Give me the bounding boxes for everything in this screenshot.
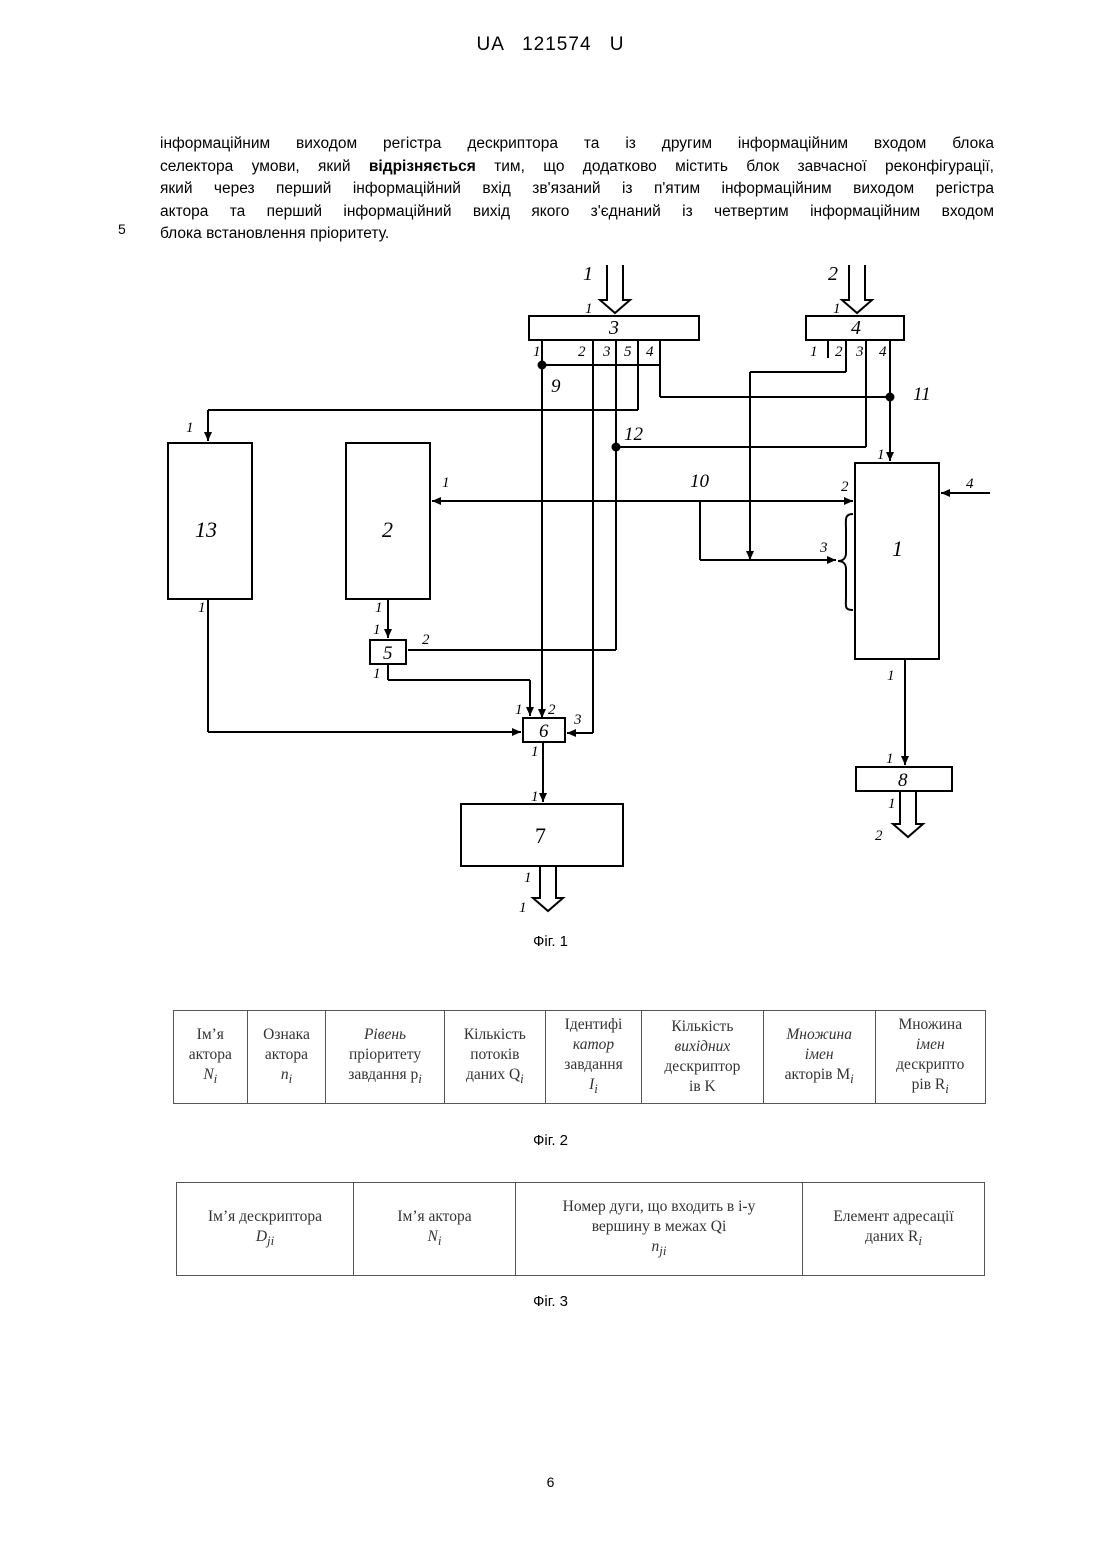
paragraph-line-4: актора та перший інформаційний вихід яко… bbox=[160, 201, 994, 224]
block-1-label: 1 bbox=[892, 536, 903, 561]
claim-paragraph: інформаційним виходом регістра дескрипто… bbox=[160, 133, 994, 246]
svg-text:4: 4 bbox=[966, 476, 974, 492]
block-4-label: 4 bbox=[851, 317, 861, 339]
svg-text:2: 2 bbox=[841, 479, 849, 495]
svg-text:2: 2 bbox=[828, 263, 838, 285]
output-bus-arrow-2 bbox=[893, 791, 923, 837]
svg-text:11: 11 bbox=[913, 384, 931, 405]
cell-descriptor-name: Ім’я дескриптораDji bbox=[177, 1183, 354, 1276]
block-8-label: 8 bbox=[898, 770, 908, 791]
figure-3-caption: Фіг. 3 bbox=[0, 1293, 1101, 1310]
block-1 bbox=[855, 463, 939, 659]
block-13-label: 13 bbox=[195, 517, 217, 542]
svg-text:2: 2 bbox=[422, 632, 430, 648]
figure-1-caption: Фіг. 1 bbox=[0, 933, 1101, 950]
block-7-label: 7 bbox=[535, 823, 546, 848]
cell-output-descriptors: Кількістьвихіднихдескрипторів K bbox=[642, 1011, 764, 1104]
paragraph-line-5: блока встановлення пріоритету. bbox=[160, 223, 994, 246]
svg-text:1: 1 bbox=[531, 744, 539, 760]
svg-text:1: 1 bbox=[810, 344, 818, 360]
svg-text:1: 1 bbox=[531, 789, 539, 805]
svg-text:1: 1 bbox=[373, 666, 381, 682]
svg-text:1: 1 bbox=[373, 622, 381, 638]
input-bus-arrow-1 bbox=[600, 265, 630, 313]
line-number: 5 bbox=[118, 221, 126, 237]
svg-text:3: 3 bbox=[819, 540, 828, 556]
svg-text:2: 2 bbox=[835, 344, 843, 360]
block-6-label: 6 bbox=[539, 721, 549, 742]
svg-text:1: 1 bbox=[519, 900, 527, 916]
svg-text:3: 3 bbox=[855, 344, 864, 360]
block-5-label: 5 bbox=[383, 643, 393, 664]
block-2-label: 2 bbox=[382, 517, 393, 542]
actor-structure-table: Ім’яактораNi Ознакаактораni Рівеньпріори… bbox=[173, 1010, 986, 1104]
svg-text:4: 4 bbox=[646, 344, 654, 360]
svg-text:1: 1 bbox=[887, 668, 895, 684]
svg-text:1: 1 bbox=[533, 344, 541, 360]
cell-actor-names-set: Множинаіменакторів Mi bbox=[763, 1011, 875, 1104]
output-bus-arrow-1 bbox=[533, 866, 563, 911]
cell-descriptor-names-set: Множинаімендескрипторів Ri bbox=[875, 1011, 985, 1104]
cell-data-addressing: Елемент адресаціїданих Ri bbox=[803, 1183, 985, 1276]
svg-text:12: 12 bbox=[624, 424, 644, 445]
svg-text:3: 3 bbox=[602, 344, 611, 360]
svg-text:1: 1 bbox=[375, 600, 383, 616]
cell-priority-level: Рівеньпріоритетузавдання pi bbox=[326, 1011, 444, 1104]
cell-actor-flag: Ознакаактораni bbox=[247, 1011, 326, 1104]
svg-text:1: 1 bbox=[585, 301, 593, 317]
svg-text:1: 1 bbox=[888, 796, 896, 812]
svg-text:3: 3 bbox=[573, 712, 582, 728]
input-bus-arrow-2 bbox=[842, 265, 872, 313]
svg-text:2: 2 bbox=[875, 828, 883, 844]
svg-text:1: 1 bbox=[442, 475, 450, 491]
page-number: 6 bbox=[0, 1474, 1101, 1490]
svg-text:2: 2 bbox=[548, 702, 556, 718]
paragraph-line-3: який через перший інформаційний вхід зв'… bbox=[160, 178, 994, 201]
svg-text:1: 1 bbox=[198, 600, 206, 616]
svg-text:1: 1 bbox=[886, 751, 894, 767]
document-header: UA 121574 U bbox=[0, 34, 1101, 56]
svg-text:10: 10 bbox=[690, 471, 710, 492]
cell-data-streams: Кількістьпотоківданих Qi bbox=[444, 1011, 545, 1104]
svg-text:1: 1 bbox=[515, 702, 523, 718]
block-diagram: 3 4 13 2 1 5 6 7 8 1 1 2 1 1 2 3 5 4 1 2… bbox=[140, 255, 1000, 925]
paragraph-line-1: інформаційним виходом регістра дескрипто… bbox=[160, 133, 994, 156]
svg-text:2: 2 bbox=[578, 344, 586, 360]
cell-actor-name: Ім’яактораNi bbox=[174, 1011, 248, 1104]
emphasis-term: відрізняється bbox=[369, 158, 476, 175]
paragraph-line-2: селектора умови, який відрізняється тим,… bbox=[160, 156, 994, 179]
svg-text:1: 1 bbox=[877, 447, 885, 463]
svg-text:1: 1 bbox=[524, 870, 532, 886]
svg-text:1: 1 bbox=[833, 301, 841, 317]
block-3-label: 3 bbox=[608, 317, 619, 339]
svg-text:5: 5 bbox=[624, 344, 632, 360]
descriptor-structure-table: Ім’я дескриптораDji Ім’я актораNi Номер … bbox=[176, 1182, 985, 1276]
svg-text:1: 1 bbox=[186, 420, 194, 436]
cell-actor-name: Ім’я актораNi bbox=[354, 1183, 516, 1276]
cell-task-id: ІдентифікаторзавданняIi bbox=[546, 1011, 642, 1104]
figure-2-caption: Фіг. 2 bbox=[0, 1132, 1101, 1149]
svg-text:1: 1 bbox=[583, 263, 593, 285]
svg-text:4: 4 bbox=[879, 344, 887, 360]
cell-arc-number: Номер дуги, що входить в і-увершину в ме… bbox=[516, 1183, 803, 1276]
svg-text:9: 9 bbox=[551, 376, 561, 397]
